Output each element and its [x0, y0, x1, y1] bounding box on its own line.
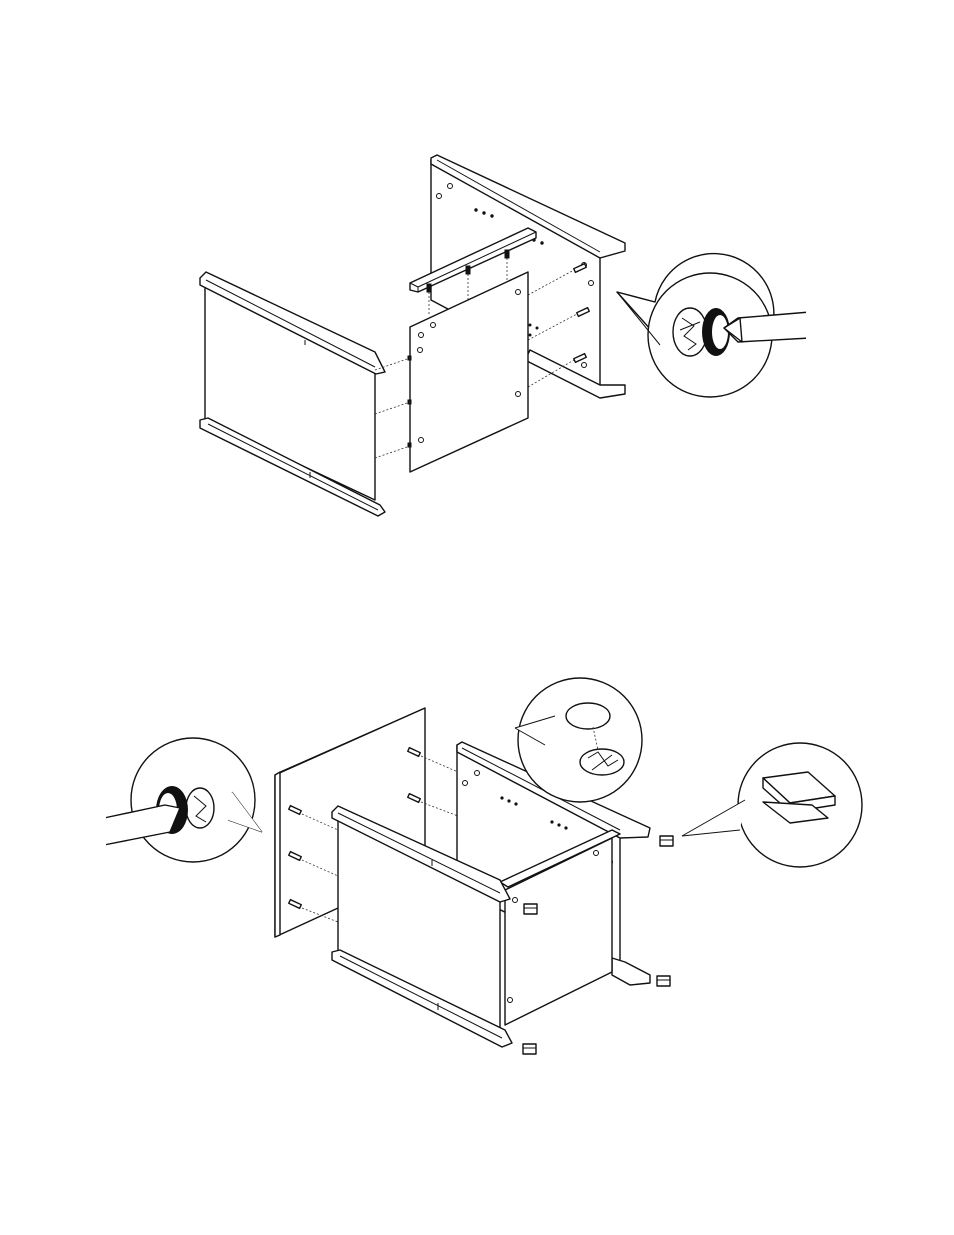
- step-1-diagram: [200, 155, 816, 516]
- cam-lock-screwdriver-detail-left: [96, 738, 262, 862]
- step-2-diagram: [96, 678, 862, 1054]
- left-side-panel: [200, 272, 410, 516]
- back-panel: [408, 272, 538, 472]
- cam-lock-screwdriver-detail: [617, 254, 816, 397]
- foot-pad-detail: [682, 743, 862, 867]
